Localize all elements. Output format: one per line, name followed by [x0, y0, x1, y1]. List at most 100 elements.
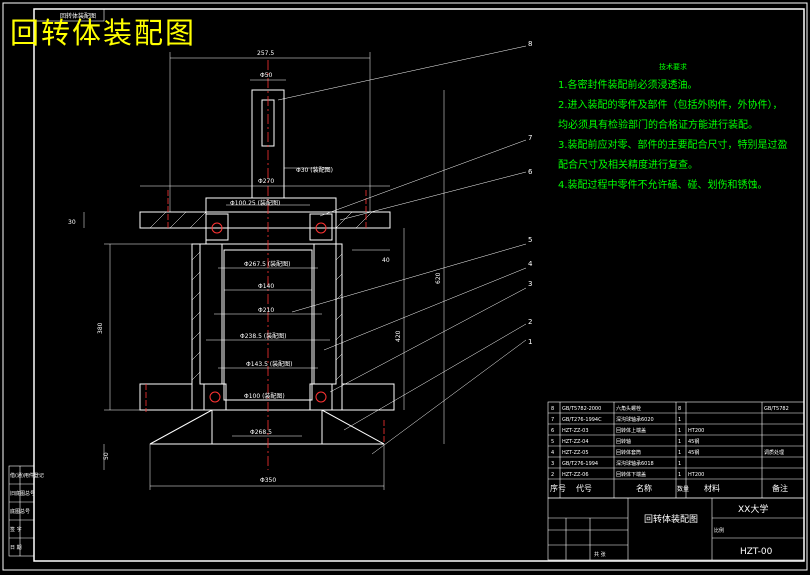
- svg-text:GB/T5782-2000: GB/T5782-2000: [562, 406, 601, 412]
- svg-text:45钢: 45钢: [688, 449, 699, 456]
- svg-text:底图总号: 底图总号: [10, 508, 30, 515]
- lower-flange-right: [341, 383, 395, 411]
- svg-text:回转体装配图: 回转体装配图: [644, 513, 698, 525]
- title-block-text: 回转体装配图 XX大学 HZT-00 比例 共 张: [594, 503, 773, 558]
- svg-text:Φ238.5 (装配图): Φ238.5 (装配图): [240, 332, 287, 340]
- svg-text:Φ350: Φ350: [260, 477, 276, 484]
- dimension-lines: [83, 52, 445, 490]
- bearing-balls: [209, 222, 327, 403]
- svg-text:HT200: HT200: [688, 472, 704, 478]
- svg-text:回转体下端盖: 回转体下端盖: [616, 471, 646, 478]
- svg-text:数量: 数量: [677, 485, 689, 493]
- svg-text:GB/T276-1994: GB/T276-1994: [562, 461, 598, 467]
- parts-list-rows: 8 GB/T5782-2000 六角头螺栓 8 GB/T5782 7 GB/T2…: [551, 405, 789, 478]
- svg-text:620: 620: [435, 272, 442, 284]
- housing-tube: [191, 243, 343, 411]
- svg-text:回转轴: 回转轴: [616, 438, 631, 445]
- parts-list-grid: [547, 401, 805, 561]
- svg-text:5: 5: [528, 236, 532, 244]
- svg-text:比例: 比例: [714, 527, 724, 534]
- section-hatching: [149, 211, 373, 381]
- svg-text:Φ268.5: Φ268.5: [250, 429, 272, 436]
- svg-text:4: 4: [551, 450, 554, 456]
- svg-text:Φ270: Φ270: [258, 178, 274, 185]
- lower-bearing-left: [203, 383, 227, 411]
- svg-text:Φ30 (装配图): Φ30 (装配图): [296, 166, 333, 174]
- parts-list-header: 序号 代号 名称 数量 材料 备注: [550, 483, 788, 493]
- svg-text:380: 380: [97, 322, 104, 334]
- dimension-texts: 257.5 Φ50 Φ30 (装配图) Φ270 Φ100.25 (装配图) 3…: [68, 50, 442, 484]
- upper-bearing-left: [205, 213, 229, 241]
- svg-text:借(通)用件登记: 借(通)用件登记: [10, 472, 44, 479]
- svg-text:签 字: 签 字: [10, 526, 22, 533]
- svg-text:XX大学: XX大学: [738, 503, 768, 515]
- svg-text:6: 6: [528, 168, 533, 176]
- svg-text:调质处理: 调质处理: [764, 449, 784, 456]
- svg-text:共 张: 共 张: [594, 551, 606, 558]
- svg-text:1: 1: [678, 472, 681, 478]
- svg-text:Φ267.5 (装配图): Φ267.5 (装配图): [244, 260, 291, 268]
- svg-text:Φ140: Φ140: [258, 283, 274, 290]
- svg-text:HZT-00: HZT-00: [740, 547, 773, 557]
- svg-text:8: 8: [528, 40, 532, 48]
- svg-text:6: 6: [551, 428, 554, 434]
- svg-text:3: 3: [551, 461, 554, 467]
- side-registration-labels: 借(通)用件登记 旧底图总号 底图总号 签 字 日 期: [10, 472, 44, 551]
- svg-text:1: 1: [678, 428, 681, 434]
- svg-text:HT200: HT200: [688, 428, 704, 434]
- svg-text:5: 5: [551, 439, 554, 445]
- lower-bearing-right: [309, 383, 333, 411]
- svg-text:Φ100.25 (装配图): Φ100.25 (装配图): [230, 199, 280, 207]
- svg-text:回转体上端盖: 回转体上端盖: [616, 427, 646, 434]
- svg-text:Φ100 (装配图): Φ100 (装配图): [244, 392, 285, 400]
- leader-lines: [277, 45, 527, 455]
- requirement-item: 1.各密封件装配前必须浸透油。: [558, 80, 698, 91]
- corner-tag: 回转体装配图: [60, 12, 96, 20]
- svg-text:7: 7: [551, 417, 554, 423]
- requirement-item: 4.装配过程中零件不允许磕、碰、划伤和锈蚀。: [558, 180, 768, 191]
- svg-text:1: 1: [678, 439, 681, 445]
- top-flange: [139, 211, 391, 229]
- svg-text:材料: 材料: [704, 483, 720, 493]
- svg-text:420: 420: [395, 330, 402, 342]
- svg-text:Φ50: Φ50: [260, 72, 273, 79]
- drawing-title: 回转体装配图: [10, 16, 197, 50]
- technical-requirements-heading: 技术要求: [659, 63, 687, 71]
- svg-text:8: 8: [551, 406, 554, 412]
- svg-text:HZT-ZZ-04: HZT-ZZ-04: [562, 439, 589, 445]
- svg-text:深沟球轴承6020: 深沟球轴承6020: [616, 416, 654, 423]
- svg-text:1: 1: [678, 461, 681, 467]
- svg-text:深沟球轴承6018: 深沟球轴承6018: [616, 460, 654, 467]
- svg-text:HZT-ZZ-06: HZT-ZZ-06: [562, 472, 589, 478]
- svg-text:六角头螺栓: 六角头螺栓: [616, 405, 641, 412]
- svg-text:1: 1: [528, 338, 532, 346]
- svg-text:8: 8: [678, 406, 681, 412]
- svg-text:50: 50: [103, 452, 110, 460]
- svg-text:HZT-ZZ-05: HZT-ZZ-05: [562, 450, 589, 456]
- side-registration-block: [8, 465, 35, 557]
- requirement-item: 3.装配前应对零、部件的主要配合尺寸，特别是过盈配合尺寸及相关精度进行复查。: [558, 140, 788, 171]
- svg-text:30: 30: [68, 219, 76, 226]
- lower-flange: [139, 383, 193, 411]
- requirement-item: 2.进入装配的零件及部件（包括外购件，外协件），均必须具有检验部门的合格证方能进…: [558, 100, 783, 131]
- svg-text:45钢: 45钢: [688, 438, 699, 445]
- svg-text:2: 2: [551, 472, 554, 478]
- inner-border: [33, 8, 805, 562]
- svg-text:2: 2: [528, 318, 532, 326]
- svg-text:回转体套筒: 回转体套筒: [616, 449, 641, 456]
- svg-text:名称: 名称: [636, 483, 652, 493]
- svg-text:4: 4: [528, 260, 533, 268]
- balloon-labels: 8 7 6 5 4 3 2 1: [528, 40, 533, 346]
- svg-text:旧底图总号: 旧底图总号: [10, 490, 35, 497]
- svg-text:Φ210: Φ210: [258, 307, 274, 314]
- svg-text:7: 7: [528, 134, 532, 142]
- svg-text:备注: 备注: [772, 483, 788, 493]
- svg-text:257.5: 257.5: [257, 50, 274, 57]
- svg-text:1: 1: [678, 417, 681, 423]
- svg-text:日 期: 日 期: [10, 545, 22, 551]
- technical-requirements: 技术要求 1.各密封件装配前必须浸透油。 2.进入装配的零件及部件（包括外购件，…: [558, 62, 788, 196]
- svg-text:3: 3: [528, 280, 532, 288]
- svg-text:GB/T276-1994C: GB/T276-1994C: [562, 417, 602, 423]
- svg-text:GB/T5782: GB/T5782: [764, 406, 789, 412]
